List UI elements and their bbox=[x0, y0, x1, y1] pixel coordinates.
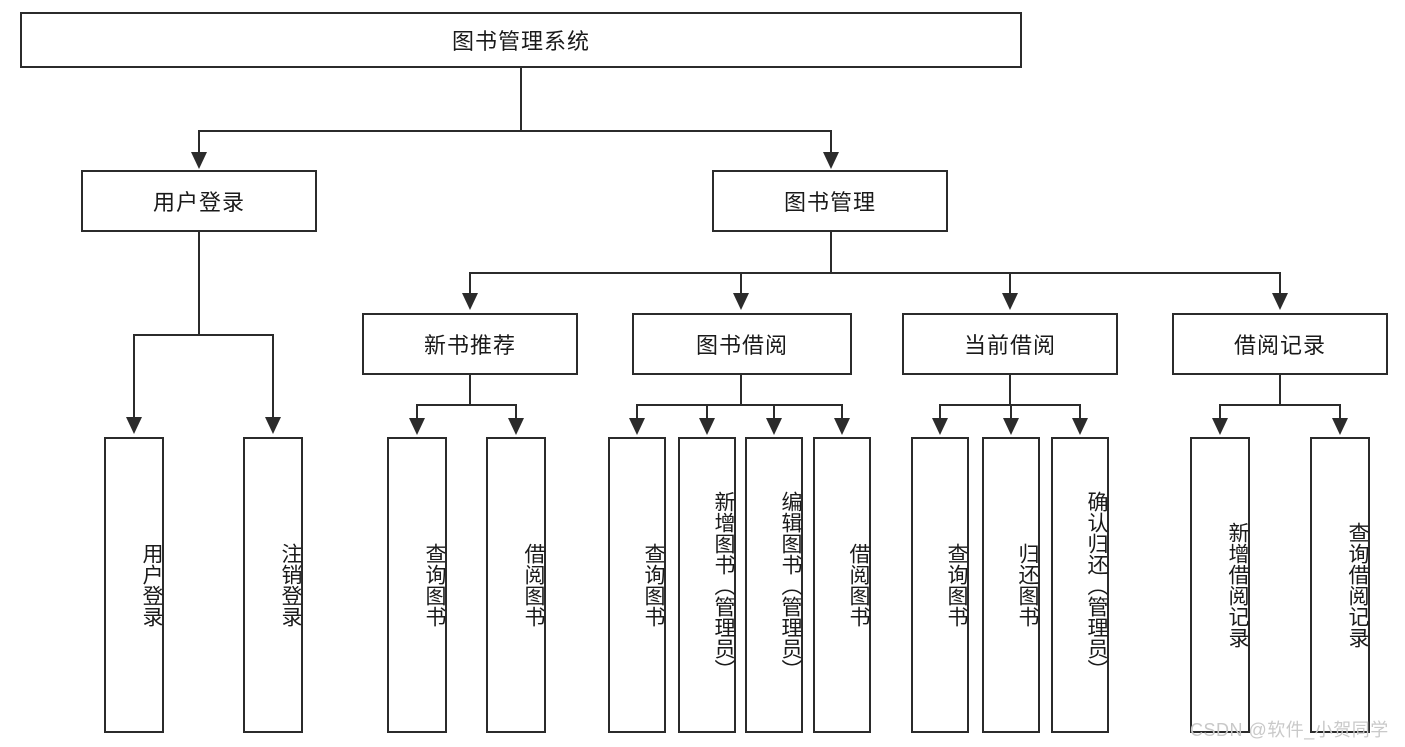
node-label: 当前借阅 bbox=[963, 333, 1056, 358]
edge-to-leaf-confirm-return bbox=[1079, 404, 1081, 419]
edge-book-borrow-bus bbox=[636, 404, 842, 406]
edge-user-login-bus bbox=[133, 334, 273, 336]
leaf-add-borrow-record[interactable]: 新增借阅记录 bbox=[1190, 437, 1250, 733]
edge-to-book-management bbox=[830, 130, 832, 154]
edge-to-leaf-add-book bbox=[706, 404, 708, 419]
edge-to-leaf-borrow-book-2 bbox=[841, 404, 843, 419]
edge-to-leaf-query-book-1 bbox=[416, 404, 418, 419]
edge-borrow-record-stem bbox=[1279, 375, 1281, 406]
leaf-logout[interactable]: 注销登录 bbox=[243, 437, 303, 733]
node-label: 查询图书 bbox=[642, 543, 665, 627]
arrowhead-to-new-book-recommend bbox=[462, 293, 478, 310]
edge-to-borrow-record bbox=[1279, 272, 1281, 294]
edge-to-new-book-recommend bbox=[469, 272, 471, 294]
edge-new-book-recommend-stem bbox=[469, 375, 471, 406]
edge-book-borrow-stem bbox=[740, 375, 742, 406]
arrowhead-to-book-borrow bbox=[733, 293, 749, 310]
edge-current-borrow-bus bbox=[939, 404, 1080, 406]
leaf-borrow-book-recommend[interactable]: 借阅图书 bbox=[486, 437, 546, 733]
edge-borrow-record-bus bbox=[1219, 404, 1341, 406]
node-user-login[interactable]: 用户登录 bbox=[81, 170, 317, 232]
node-label: 借阅图书 bbox=[522, 543, 545, 627]
node-book-borrow[interactable]: 图书借阅 bbox=[632, 313, 852, 375]
node-label: 用户登录 bbox=[152, 190, 245, 215]
arrowhead-to-borrow-record bbox=[1272, 293, 1288, 310]
arrowhead-to-leaf-borrow-book-2 bbox=[834, 418, 850, 435]
edge-to-leaf-borrow-book-1 bbox=[515, 404, 517, 419]
arrowhead-to-user-login bbox=[191, 152, 207, 169]
edge-to-leaf-user-login bbox=[133, 334, 135, 418]
edge-root-stem bbox=[520, 68, 522, 131]
edge-to-leaf-query-book-3 bbox=[939, 404, 941, 419]
edge-to-book-borrow bbox=[740, 272, 742, 294]
arrowhead-to-leaf-query-book-1 bbox=[409, 418, 425, 435]
node-label: 图书管理系统 bbox=[451, 29, 590, 54]
node-label: 新增借阅记录 bbox=[1226, 522, 1249, 648]
leaf-add-book-admin[interactable]: 新增图书（管理员） bbox=[678, 437, 736, 733]
node-label: 注销登录 bbox=[279, 543, 302, 627]
node-label: 图书借阅 bbox=[695, 333, 788, 358]
arrowhead-to-leaf-confirm-return bbox=[1072, 418, 1088, 435]
arrowhead-to-leaf-query-book-2 bbox=[629, 418, 645, 435]
arrowhead-to-current-borrow bbox=[1002, 293, 1018, 310]
arrowhead-to-leaf-return-book bbox=[1003, 418, 1019, 435]
node-label: 用户登录 bbox=[140, 543, 163, 627]
arrowhead-to-book-management bbox=[823, 152, 839, 169]
edge-to-user-login bbox=[198, 130, 200, 154]
edge-to-leaf-edit-book bbox=[773, 404, 775, 419]
leaf-edit-book-admin[interactable]: 编辑图书（管理员） bbox=[745, 437, 803, 733]
leaf-query-book-recommend[interactable]: 查询图书 bbox=[387, 437, 447, 733]
node-root-book-management-system[interactable]: 图书管理系统 bbox=[20, 12, 1022, 68]
edge-book-management-stem bbox=[830, 232, 832, 274]
arrowhead-to-leaf-borrow-book-1 bbox=[508, 418, 524, 435]
leaf-borrow-book-borrow[interactable]: 借阅图书 bbox=[813, 437, 871, 733]
node-label: 归还图书 bbox=[1016, 543, 1039, 627]
leaf-user-login[interactable]: 用户登录 bbox=[104, 437, 164, 733]
node-label: 查询借阅记录 bbox=[1346, 522, 1369, 648]
watermark-csdn: CSDN @软件_小贺同学 bbox=[1190, 720, 1389, 740]
edge-root-bus bbox=[198, 130, 832, 132]
node-label: 确认归还（管理员） bbox=[1085, 490, 1108, 680]
edge-to-leaf-query-book-2 bbox=[636, 404, 638, 419]
edge-to-leaf-logout bbox=[272, 334, 274, 418]
leaf-query-book-current[interactable]: 查询图书 bbox=[911, 437, 969, 733]
node-current-borrow[interactable]: 当前借阅 bbox=[902, 313, 1118, 375]
edge-to-leaf-return-book bbox=[1010, 404, 1012, 419]
node-borrow-record[interactable]: 借阅记录 bbox=[1172, 313, 1388, 375]
edge-book-management-bus bbox=[469, 272, 1281, 274]
node-label: 新增图书（管理员） bbox=[712, 490, 735, 680]
arrowhead-to-leaf-add-book bbox=[699, 418, 715, 435]
node-new-book-recommend[interactable]: 新书推荐 bbox=[362, 313, 578, 375]
leaf-return-book[interactable]: 归还图书 bbox=[982, 437, 1040, 733]
node-label: 借阅图书 bbox=[847, 543, 870, 627]
node-book-management[interactable]: 图书管理 bbox=[712, 170, 948, 232]
node-label: 编辑图书（管理员） bbox=[779, 490, 802, 680]
arrowhead-to-leaf-user-login bbox=[126, 417, 142, 434]
leaf-query-borrow-record[interactable]: 查询借阅记录 bbox=[1310, 437, 1370, 733]
edge-user-login-stem bbox=[198, 232, 200, 336]
edge-new-book-recommend-bus bbox=[416, 404, 517, 406]
edge-to-current-borrow bbox=[1009, 272, 1011, 294]
edge-to-leaf-add-borrow-record bbox=[1219, 404, 1221, 419]
node-label: 借阅记录 bbox=[1233, 333, 1326, 358]
edge-to-leaf-query-borrow-record bbox=[1339, 404, 1341, 419]
arrowhead-to-leaf-add-borrow-record bbox=[1212, 418, 1228, 435]
node-label: 图书管理 bbox=[783, 190, 876, 215]
leaf-query-book-borrow[interactable]: 查询图书 bbox=[608, 437, 666, 733]
node-label: 查询图书 bbox=[945, 543, 968, 627]
arrowhead-to-leaf-query-book-3 bbox=[932, 418, 948, 435]
arrowhead-to-leaf-query-borrow-record bbox=[1332, 418, 1348, 435]
edge-current-borrow-stem bbox=[1009, 375, 1011, 406]
arrowhead-to-leaf-edit-book bbox=[766, 418, 782, 435]
node-label: 查询图书 bbox=[423, 543, 446, 627]
arrowhead-to-leaf-logout bbox=[265, 417, 281, 434]
leaf-confirm-return-admin[interactable]: 确认归还（管理员） bbox=[1051, 437, 1109, 733]
node-label: 新书推荐 bbox=[423, 333, 516, 358]
